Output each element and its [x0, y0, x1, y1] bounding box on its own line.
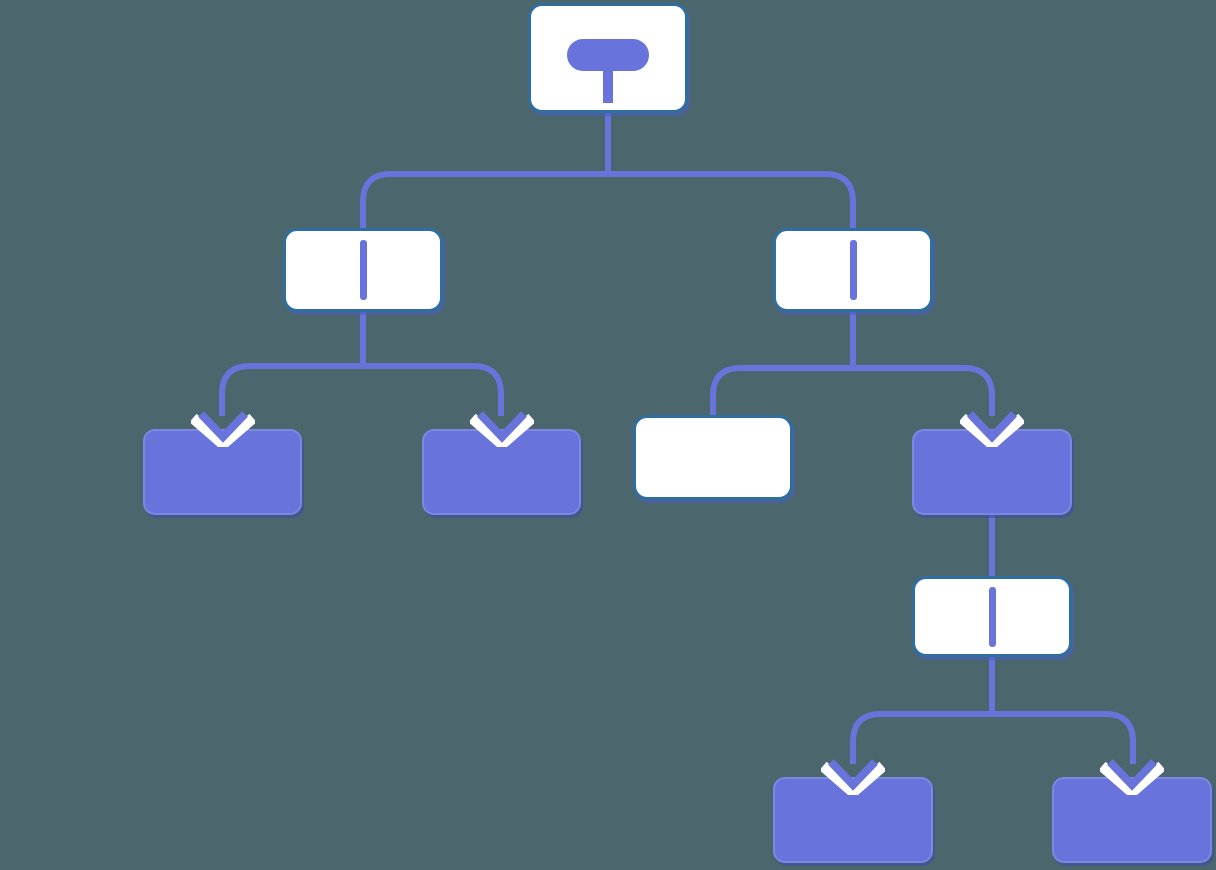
- collapse-chevron-icon[interactable]: [960, 411, 1024, 447]
- root-pill-shape: [567, 39, 649, 71]
- branch-node-left[interactable]: [283, 228, 443, 312]
- branch-node-right[interactable]: [773, 228, 933, 312]
- collapse-chevron-icon[interactable]: [821, 759, 885, 795]
- divider-bar-icon: [849, 240, 857, 300]
- divider-bar-icon: [988, 586, 996, 647]
- empty-leaf-node[interactable]: [633, 415, 793, 500]
- edge-branchmid-to-leaves: [850, 711, 1136, 764]
- collapse-chevron-icon[interactable]: [469, 411, 534, 447]
- edge-branchleft-to-leaves: [219, 363, 504, 416]
- edge-root-to-branches: [360, 171, 856, 230]
- root-node[interactable]: [528, 3, 688, 113]
- collapse-chevron-icon[interactable]: [190, 411, 255, 447]
- root-anchor-icon: [567, 39, 649, 103]
- root-stem-shape: [603, 71, 613, 103]
- edge-branchright-to-children: [710, 365, 995, 418]
- collapse-chevron-icon[interactable]: [1100, 759, 1164, 795]
- branch-node-mid[interactable]: [912, 576, 1072, 657]
- divider-bar-icon: [359, 240, 367, 300]
